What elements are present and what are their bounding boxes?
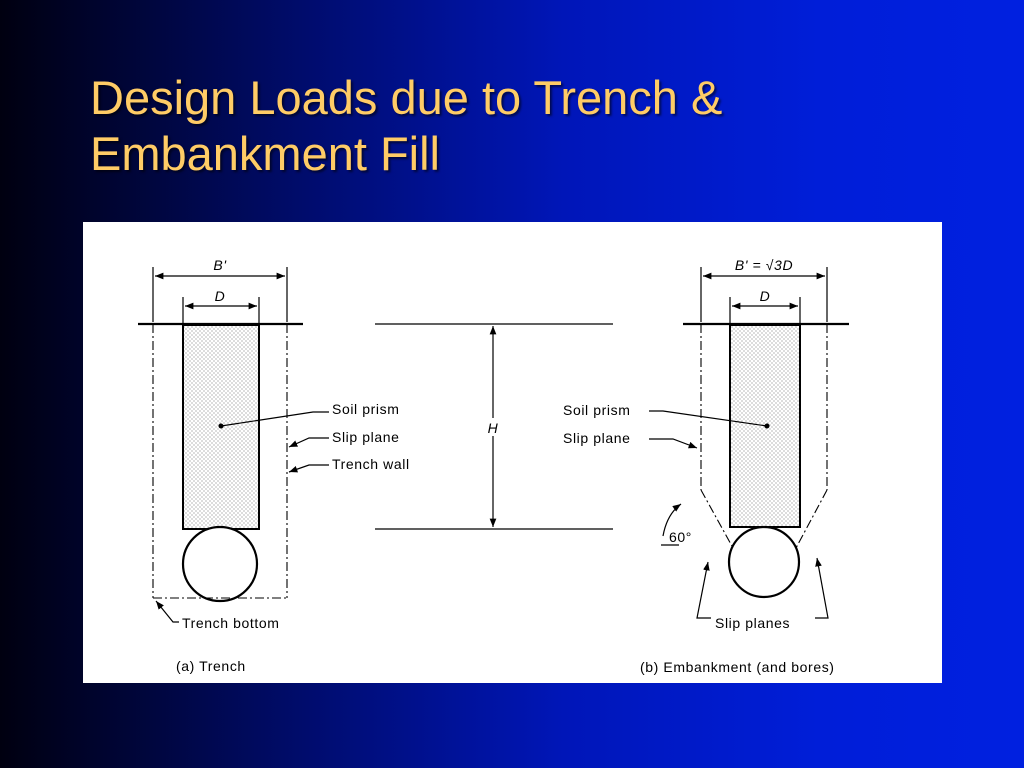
embankment-slip-plane-leader <box>649 438 698 449</box>
trench-caption: (a) Trench <box>176 658 246 674</box>
embankment-prism-point <box>764 423 770 429</box>
trench-bottom-leader <box>155 600 179 623</box>
embankment-caption: (b) Embankment (and bores) <box>640 659 835 675</box>
embankment-pipe <box>727 525 801 599</box>
trench-bottom-label: Trench bottom <box>182 615 280 631</box>
embankment-soil-prism-label: Soil prism <box>563 402 630 418</box>
embankment-slip-planes-label: Slip planes <box>715 615 790 631</box>
height-dimension: H <box>375 323 613 530</box>
title-line-2: Embankment Fill <box>90 127 440 180</box>
embankment-bprime-label: B' = √3D <box>735 257 793 273</box>
embankment-slip-planes-leader-right <box>815 557 829 619</box>
figure-panel: B' D Soil prism Slip plane Trench wall T… <box>83 222 942 683</box>
trench-embankment-diagram: B' D Soil prism Slip plane Trench wall T… <box>138 257 849 675</box>
height-label-gap <box>483 418 503 436</box>
embankment-angle-label: 60° <box>669 529 692 545</box>
trench-prism-leader <box>220 411 329 427</box>
trench-wall-label: Trench wall <box>332 456 410 472</box>
embankment-angle-arc <box>662 503 682 537</box>
embankment-d-label: D <box>760 288 771 304</box>
embankment-slip-right-diagonal <box>795 489 828 549</box>
slide-title: Design Loads due to Trench & Embankment … <box>90 70 990 182</box>
embankment-slip-plane-label: Slip plane <box>563 430 631 446</box>
trench-pipe <box>181 525 259 603</box>
embankment-slip-left-diagonal <box>700 489 734 549</box>
trench-bprime-label: B' <box>213 257 227 273</box>
trench-wall-leader <box>288 464 329 473</box>
embankment-figure: B' = √3D D Soil prism Slip plane 60° Sli… <box>563 257 849 675</box>
height-label: H <box>488 420 499 436</box>
trench-soil-prism-label: Soil prism <box>332 401 399 417</box>
trench-slip-plane-label: Slip plane <box>332 429 400 445</box>
embankment-slip-planes-leader-left <box>696 561 711 619</box>
trench-slip-plane-leader <box>288 437 329 448</box>
embankment-prism-leader <box>649 410 768 427</box>
title-line-1: Design Loads due to Trench & <box>90 71 723 124</box>
trench-figure: B' D Soil prism Slip plane Trench wall T… <box>138 257 410 674</box>
trench-d-label: D <box>215 288 226 304</box>
